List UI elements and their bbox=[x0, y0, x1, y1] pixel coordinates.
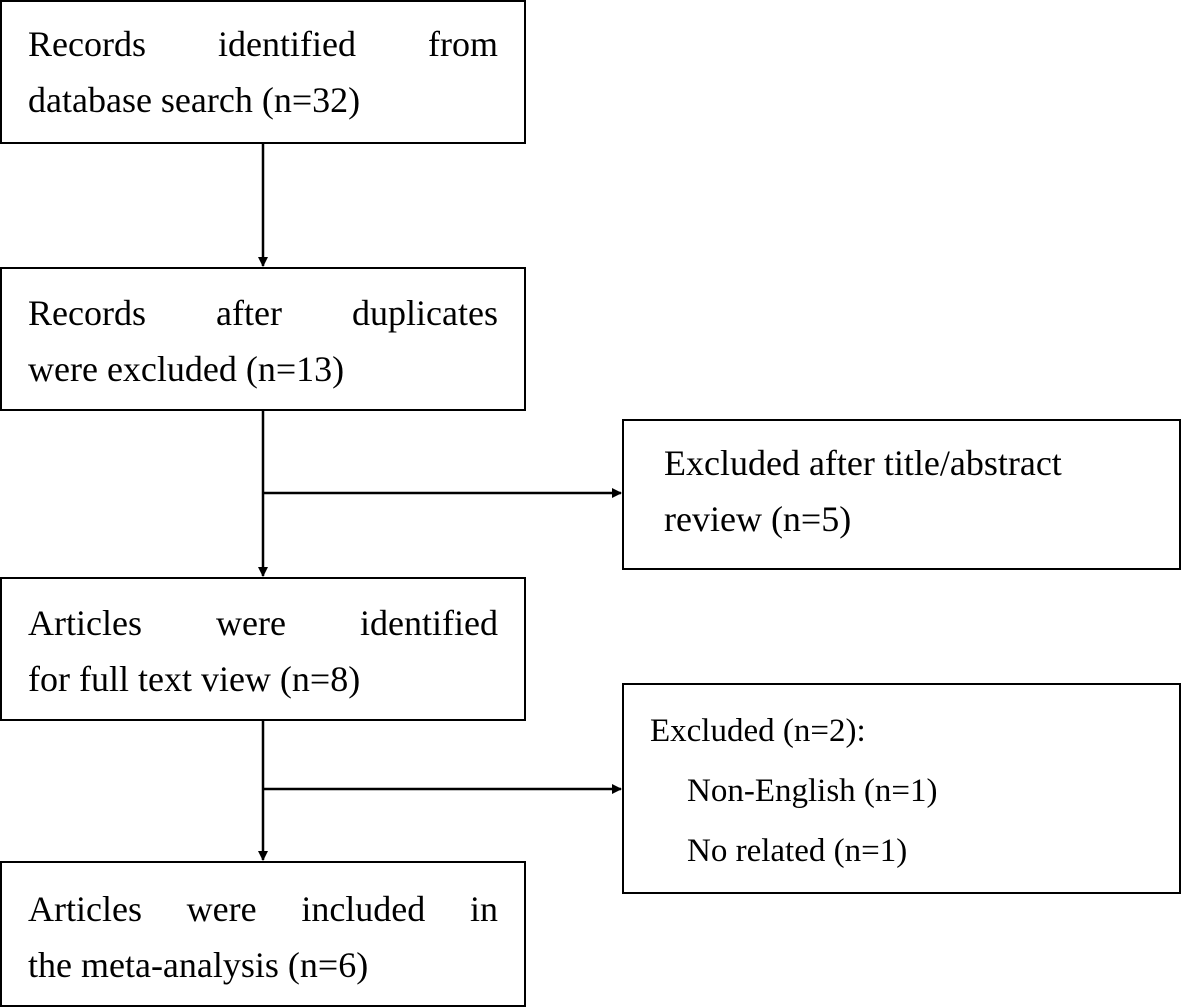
box-excluded-full-text: Excluded (n=2): Non-English (n=1) No rel… bbox=[622, 683, 1181, 894]
box-articles-identified: Articles were identified for full text v… bbox=[0, 577, 526, 721]
box-excluded-full-text-heading: Excluded (n=2): bbox=[650, 713, 866, 749]
box-records-identified: Records identified from database search … bbox=[0, 0, 526, 144]
box-records-identified-line1: Records identified from bbox=[28, 24, 498, 64]
box-records-after-duplicates-line1: Records after duplicates bbox=[28, 293, 498, 333]
box-excluded-title-abstract: Excluded after title/abstract review (n=… bbox=[622, 419, 1181, 570]
box-records-after-duplicates-line2: were excluded (n=13) bbox=[28, 349, 345, 389]
box-excluded-title-abstract-line1: Excluded after title/abstract bbox=[664, 443, 1062, 483]
box-articles-included: Articles were included in the meta-analy… bbox=[0, 861, 526, 1007]
box-articles-included-line2: the meta-analysis (n=6) bbox=[28, 945, 369, 985]
exclusion-reason-item: Non-English (n=1) bbox=[687, 773, 938, 809]
box-excluded-title-abstract-line2: review (n=5) bbox=[664, 499, 852, 539]
exclusion-reason-item: No related (n=1) bbox=[687, 833, 908, 869]
box-articles-included-line1: Articles were included in bbox=[28, 889, 498, 929]
box-articles-identified-line1: Articles were identified bbox=[28, 603, 498, 643]
box-records-after-duplicates: Records after duplicates were excluded (… bbox=[0, 267, 526, 411]
box-records-identified-line2: database search (n=32) bbox=[28, 80, 361, 120]
box-articles-identified-line2: for full text view (n=8) bbox=[28, 659, 361, 699]
